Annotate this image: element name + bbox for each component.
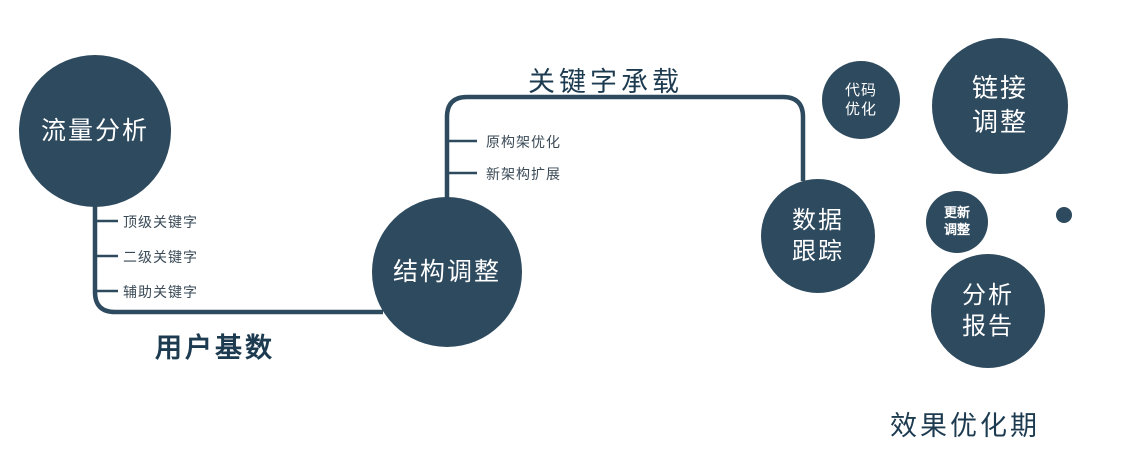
node-link-adjustment-line2: 调整 [971,107,1028,137]
node-code-optimization-line1: 代码 [844,81,877,99]
label-keyword-carry: 关键字承载 [528,67,683,97]
branch-label-top-keyword: 顶级关键字 [123,214,198,230]
label-effect-optimization-period: 效果优化期 [890,411,1040,441]
node-update-adjustment-line1: 更新 [943,205,970,221]
node-link-adjustment: 链接 调整 [932,38,1068,174]
node-code-optimization: 代码 优化 [822,61,900,139]
node-update-adjustment-line2: 调整 [943,222,970,237]
bullet-dot [1056,207,1072,223]
node-data-tracking-line2: 跟踪 [792,238,844,265]
node-data-tracking: 数据 跟踪 [761,179,875,293]
node-data-tracking-line1: 数据 [792,206,844,234]
node-structure-adjust: 结构调整 [372,197,522,347]
node-structure-adjust-label: 结构调整 [392,257,501,286]
branch-label-second-keyword: 二级关键字 [123,249,198,265]
branch-label-aux-keyword: 辅助关键字 [123,284,198,300]
node-link-adjustment-line1: 链接 [971,73,1028,104]
node-traffic-analysis: 流量分析 [19,55,171,207]
node-analysis-report-line1: 分析 [962,281,1014,309]
node-analysis-report-line2: 报告 [962,313,1014,340]
branch-label-framework-optimization: 原构架优化 [486,134,561,150]
label-user-base: 用户基数 [155,333,275,363]
node-update-adjustment: 更新 调整 [926,191,988,253]
node-analysis-report: 分析 报告 [931,254,1045,368]
node-traffic-analysis-label: 流量分析 [40,116,149,145]
branch-label-framework-expansion: 新架构扩展 [486,166,561,182]
node-code-optimization-line2: 优化 [844,101,877,118]
